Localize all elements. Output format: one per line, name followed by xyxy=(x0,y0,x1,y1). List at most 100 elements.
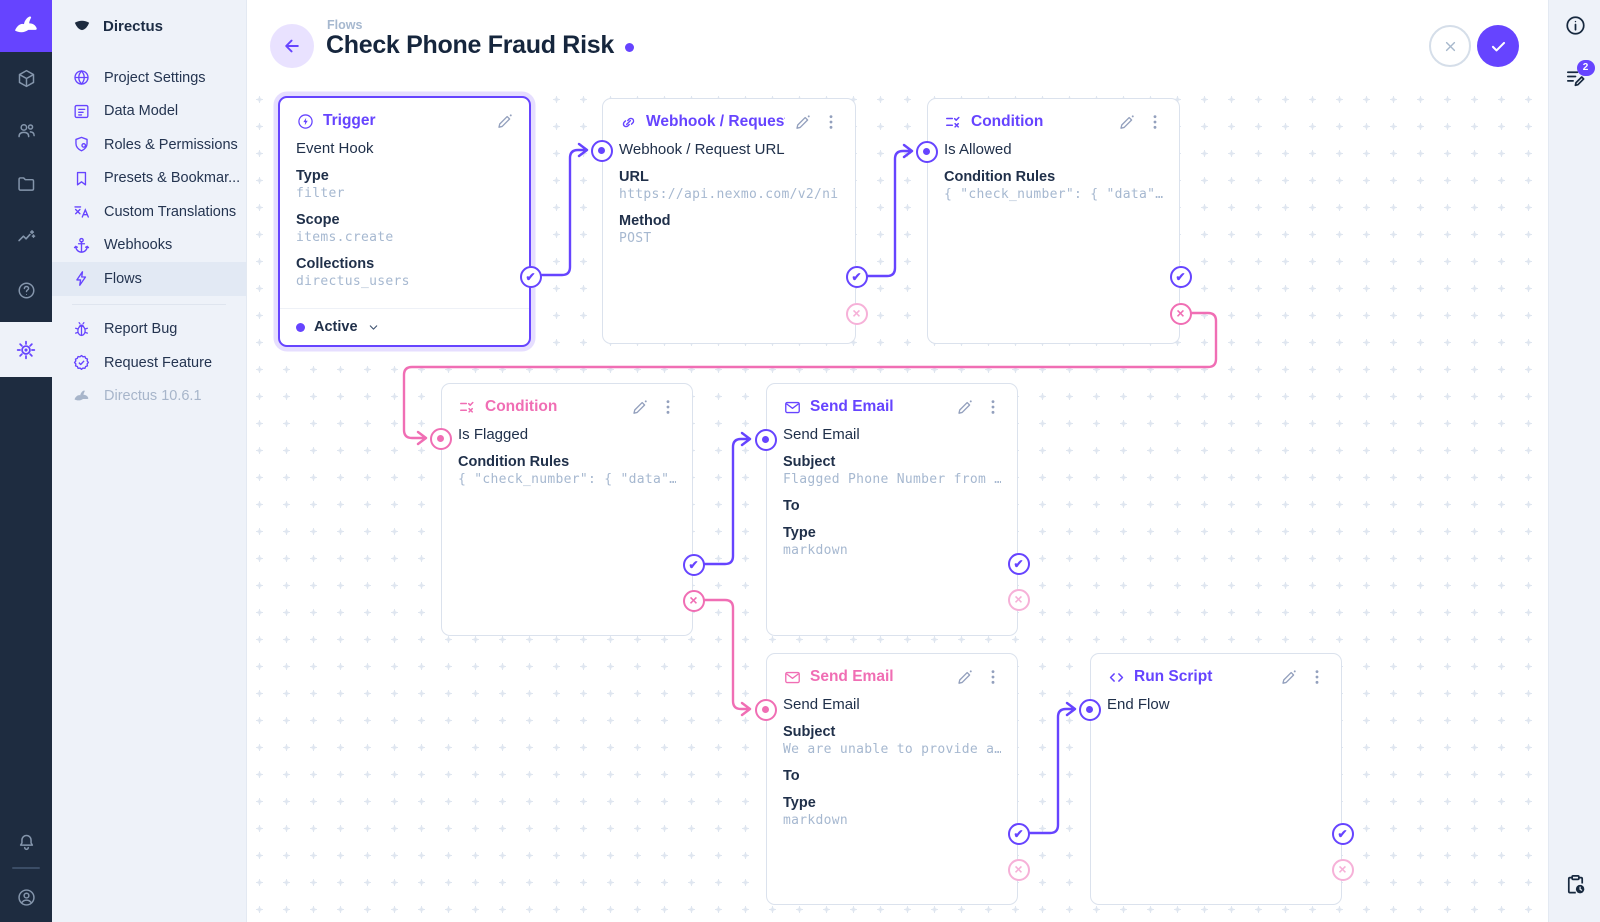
resolve-port[interactable]: ✔ xyxy=(845,265,868,288)
chevron-down-icon xyxy=(368,322,379,333)
node-menu-button[interactable] xyxy=(1145,112,1165,132)
sidebar-item-label: Presets & Bookmar... xyxy=(104,170,241,187)
node-menu-button[interactable] xyxy=(983,667,1003,687)
resolve-port[interactable]: ✔ xyxy=(682,553,705,576)
input-port[interactable] xyxy=(754,428,777,451)
arrow-left-icon xyxy=(285,39,299,53)
nav-divider xyxy=(72,303,226,305)
node-menu-button[interactable] xyxy=(658,397,678,417)
sidebar-item-directus-10-6-1[interactable]: Directus 10.6.1 xyxy=(52,380,246,414)
sidebar-item-custom-translations[interactable]: Custom Translations xyxy=(52,195,246,229)
field-label: Scope xyxy=(296,212,340,228)
bookmark-icon xyxy=(72,169,91,188)
reject-port[interactable]: × xyxy=(682,589,705,612)
port-dot xyxy=(923,148,930,155)
reject-port[interactable]: × xyxy=(1007,588,1030,611)
field-label: Subject xyxy=(783,724,836,740)
reject-port[interactable]: × xyxy=(1331,858,1354,881)
directus-logo[interactable] xyxy=(0,0,52,52)
input-port[interactable] xyxy=(754,698,777,721)
revisions-button[interactable] xyxy=(1549,862,1600,906)
breadcrumb[interactable]: Flows xyxy=(327,18,363,32)
resolve-port[interactable]: ✔ xyxy=(1007,552,1030,575)
edit-node-button[interactable] xyxy=(495,111,515,131)
condition-icon xyxy=(944,113,963,132)
node-menu-button[interactable] xyxy=(821,112,841,132)
input-port[interactable] xyxy=(1078,698,1101,721)
edit-node-button[interactable] xyxy=(630,397,650,417)
x-glyph: × xyxy=(1014,591,1023,607)
reject-port[interactable]: × xyxy=(845,302,868,325)
resolve-port[interactable]: ✔ xyxy=(519,265,542,288)
condition-icon xyxy=(458,398,477,417)
gear-icon xyxy=(16,340,36,359)
module-files[interactable] xyxy=(0,162,52,206)
input-port[interactable] xyxy=(590,139,613,162)
field-value: POST xyxy=(619,231,652,246)
sidebar-item-roles-permissions[interactable]: Roles & Permissions xyxy=(52,128,246,162)
edit-node-button[interactable] xyxy=(1117,112,1137,132)
notes-button[interactable]: 2 xyxy=(1549,55,1600,99)
link-icon xyxy=(619,113,638,132)
sidebar-item-webhooks[interactable]: Webhooks xyxy=(52,229,246,263)
trigger-status-select[interactable]: Active xyxy=(280,308,529,345)
edit-node-button[interactable] xyxy=(793,112,813,132)
save-button[interactable] xyxy=(1477,25,1519,67)
sidebar-item-data-model[interactable]: Data Model xyxy=(52,95,246,129)
notifications-button[interactable] xyxy=(0,820,52,864)
module-users[interactable] xyxy=(0,108,52,152)
back-button[interactable] xyxy=(270,24,314,68)
project-header[interactable]: Directus xyxy=(52,0,246,52)
flow-node-webhook[interactable]: Webhook / Request URLWebhook / Request U… xyxy=(590,98,868,344)
input-port[interactable] xyxy=(915,140,938,163)
field-label: Subject xyxy=(783,454,836,470)
module-content[interactable] xyxy=(0,56,52,100)
port-dot xyxy=(762,706,769,713)
cube-icon xyxy=(18,69,34,87)
resolve-port[interactable]: ✔ xyxy=(1331,822,1354,845)
module-insights[interactable] xyxy=(0,215,52,259)
bell-icon xyxy=(19,834,33,850)
info-button[interactable] xyxy=(1549,3,1600,47)
x-glyph: × xyxy=(1014,861,1023,877)
rabbit-icon xyxy=(72,387,91,406)
resolve-port[interactable]: ✔ xyxy=(1007,822,1030,845)
field-label: Type xyxy=(296,168,329,184)
node-menu-button[interactable] xyxy=(1307,667,1327,687)
sidebar-item-label: Webhooks xyxy=(104,237,173,254)
sidebar-item-label: Project Settings xyxy=(104,69,206,86)
feature-icon xyxy=(72,353,91,372)
account-button[interactable] xyxy=(0,875,52,919)
node-menu-button[interactable] xyxy=(983,397,1003,417)
reject-port[interactable]: × xyxy=(1169,302,1192,325)
module-settings[interactable] xyxy=(0,322,52,377)
edit-node-button[interactable] xyxy=(955,397,975,417)
input-port[interactable] xyxy=(429,427,452,450)
resolve-port[interactable]: ✔ xyxy=(1169,265,1192,288)
sidebar-item-flows[interactable]: Flows xyxy=(52,262,246,296)
sidebar-item-project-settings[interactable]: Project Settings xyxy=(52,61,246,95)
module-docs[interactable] xyxy=(0,268,52,312)
sidebar-item-presets-bookmar[interactable]: Presets & Bookmar... xyxy=(52,162,246,196)
code-icon xyxy=(1107,668,1126,687)
sidebar-item-request-feature[interactable]: Request Feature xyxy=(52,346,246,380)
sidebar-item-report-bug[interactable]: Report Bug xyxy=(52,313,246,347)
insights-icon xyxy=(17,229,35,241)
node-name: Event Hook xyxy=(296,140,374,157)
edit-node-button[interactable] xyxy=(1279,667,1299,687)
field-value: { "check_number": { "data"… xyxy=(944,187,1163,202)
reject-port[interactable]: × xyxy=(1007,858,1030,881)
edit-node-button[interactable] xyxy=(955,667,975,687)
right-sidebar: 2 xyxy=(1548,0,1600,922)
discard-button[interactable] xyxy=(1429,25,1471,67)
x-glyph: × xyxy=(1338,861,1347,877)
